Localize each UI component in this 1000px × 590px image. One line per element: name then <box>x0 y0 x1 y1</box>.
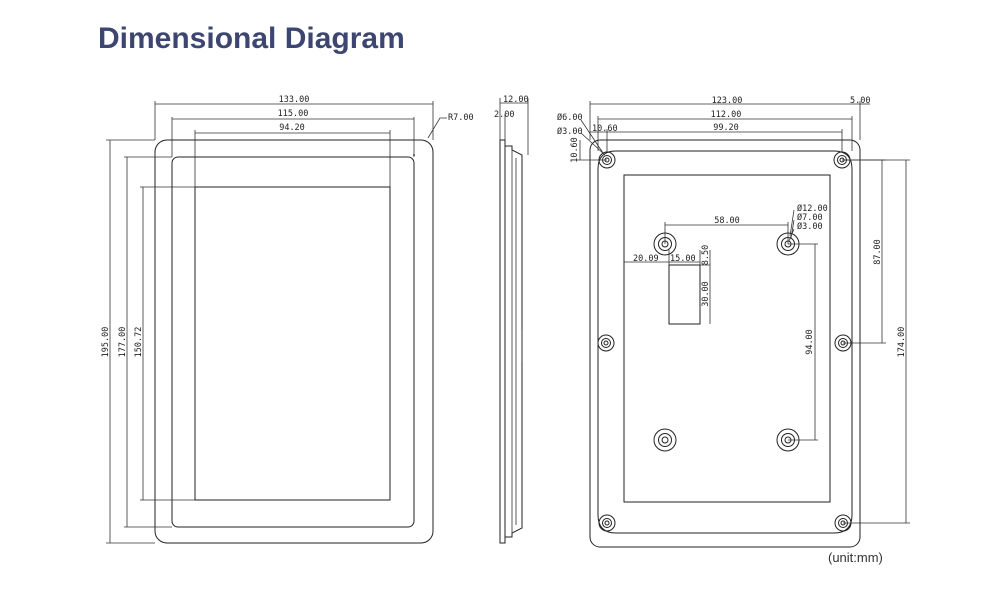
front-height-outer: 195.00 <box>101 327 111 358</box>
dim-line-front-height-outer <box>106 139 155 544</box>
front-bezel <box>171 156 415 528</box>
dim-line-boss-spacing-y <box>788 243 818 441</box>
rear-hole-inner-dia: Ø3.00 <box>557 126 583 137</box>
rear-boss-inner-dia: Ø3.00 <box>797 221 823 232</box>
rear-outer-frame <box>589 139 861 548</box>
dim-line-front-width-mid <box>171 117 415 157</box>
dim-line-rear-hole-spacing <box>842 159 910 524</box>
dim-line-rear-width-inner <box>606 129 843 152</box>
dim-line-slot <box>624 250 711 324</box>
front-height-mid: 177.00 <box>118 327 128 358</box>
boss-leaders <box>788 209 795 242</box>
boss-bl <box>653 428 677 452</box>
mount-hole-bl <box>598 514 616 532</box>
front-height-inner: 150.72 <box>134 327 144 358</box>
rear-width-inner: 99.20 <box>713 123 739 133</box>
dim-line-front-height-mid <box>124 156 172 528</box>
dim-line-rear-width-mid <box>597 116 853 151</box>
corner-offset-lines <box>576 131 607 161</box>
rear-panel <box>623 174 831 503</box>
front-view: 133.00 115.00 94.20 R7.00 195.00 177.00 … <box>101 95 474 544</box>
rear-corner-offset-x: 10.60 <box>592 124 618 134</box>
rear-width-outer: 123.00 <box>712 96 743 106</box>
side-inner-lines <box>511 150 517 533</box>
unit-note: (unit:mm) <box>828 550 883 565</box>
rear-slot-width: 15.00 <box>670 254 696 264</box>
connector-slot <box>668 264 701 325</box>
dim-line-boss-spacing-x <box>664 222 789 244</box>
rear-boss-outer-dia: Ø12.00 <box>797 203 828 214</box>
rear-corner-offset-y: 10.60 <box>570 137 580 163</box>
side-body-profile <box>505 145 523 538</box>
dim-line-front-height-inner <box>140 186 195 501</box>
rear-boss-mid-dia: Ø7.00 <box>797 212 823 223</box>
side-depth-total: 12.00 <box>503 95 529 105</box>
side-view: 12.00 2.00 <box>494 95 529 544</box>
radius-leader <box>427 117 447 139</box>
front-corner-radius: R7.00 <box>448 113 474 123</box>
rear-width-mid: 112.00 <box>711 110 742 120</box>
mount-hole-ml <box>597 334 615 352</box>
rear-boss-spacing-y: 94.00 <box>805 329 815 355</box>
rear-half-height: 87.00 <box>873 239 883 265</box>
side-bezel-profile <box>499 139 506 544</box>
front-outer-frame <box>154 139 434 544</box>
dim-line-side-depth <box>499 98 529 155</box>
dim-line-front-width-inner <box>194 130 391 187</box>
front-display-area <box>194 186 391 501</box>
page-title: Dimensional Diagram <box>98 22 405 55</box>
corner-hole-leaders <box>580 119 606 156</box>
front-width-inner: 94.20 <box>279 123 305 133</box>
rear-slot-offset-y: 8.50 <box>701 245 711 265</box>
rear-slot-offset-x: 20.09 <box>633 254 659 264</box>
front-width-mid: 115.00 <box>278 109 309 119</box>
front-width-outer: 133.00 <box>279 95 310 105</box>
rear-edge-offset: 5.00 <box>850 96 870 106</box>
rear-boss-spacing-x: 58.00 <box>714 216 740 226</box>
rear-hole-outer-dia: Ø6.00 <box>557 112 583 123</box>
rear-slot-height: 30.00 <box>701 281 711 307</box>
dim-line-rear-width-outer <box>589 101 861 140</box>
dim-line-front-width-outer <box>154 101 434 140</box>
rear-view: 123.00 112.00 99.20 5.00 Ø6.00 Ø3.00 10.… <box>557 96 910 548</box>
side-depth-bezel: 2.00 <box>494 110 514 120</box>
rear-hole-spacing-y: 174.00 <box>897 327 907 358</box>
